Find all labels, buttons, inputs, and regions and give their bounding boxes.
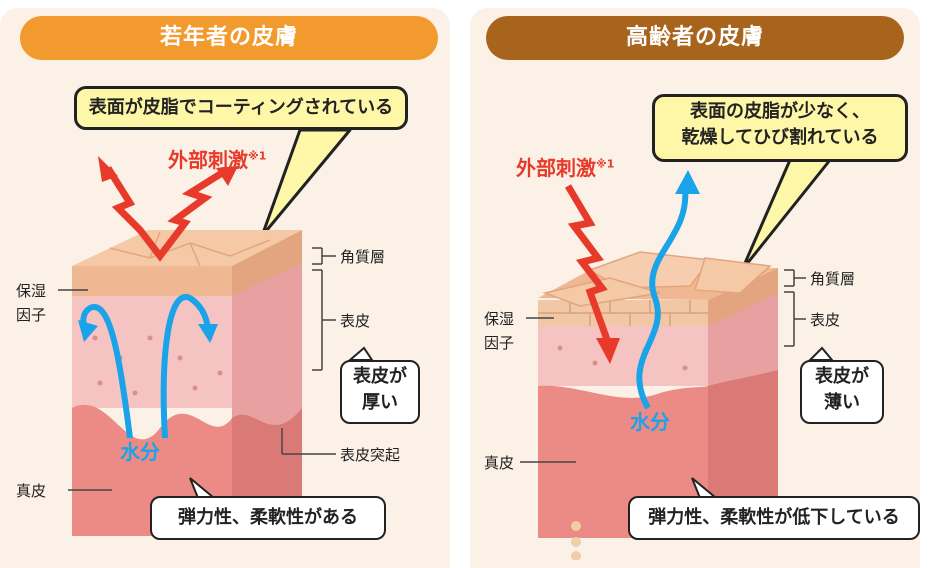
young-stimulus-text: 外部刺激 xyxy=(168,148,248,172)
young-title-banner: 若年者の皮膚 xyxy=(20,16,438,60)
young-stratum-label: 角質層 xyxy=(340,248,386,266)
old-moisture-factor-line2: 因子 xyxy=(484,334,515,352)
old-title-banner: 高齢者の皮膚 xyxy=(486,16,904,60)
young-epidermis-label: 表皮 xyxy=(340,312,371,330)
old-epidermis-label: 表皮 xyxy=(810,311,841,329)
young-moisture-factor-line2: 因子 xyxy=(16,306,47,324)
old-epidermis-note: 表皮が 薄い xyxy=(800,360,884,424)
old-callout: 表面の皮脂が少なく、 乾燥してひび割れている xyxy=(652,94,908,162)
young-title: 若年者の皮膚 xyxy=(159,25,298,50)
young-epidermis-note-line2: 厚い xyxy=(362,392,398,413)
young-stimulus-note: ※1 xyxy=(248,149,267,163)
young-epidermis-note: 表皮が 厚い xyxy=(340,360,420,424)
young-water-label: 水分 xyxy=(120,440,160,464)
old-epidermis-note-line2: 薄い xyxy=(824,392,860,413)
old-dermis-label: 真皮 xyxy=(484,454,515,472)
old-stratum-label: 角質層 xyxy=(810,270,856,288)
old-moisture-factor-line1: 保湿 xyxy=(484,310,515,328)
old-stimulus-note: ※1 xyxy=(596,157,615,171)
young-skin-panel: 若年者の皮膚 xyxy=(0,8,450,568)
old-callout-line2: 乾燥してひび割れている xyxy=(681,127,879,148)
old-skin-panel: 高齢者の皮膚 xyxy=(470,8,920,568)
young-epidermis-note-line1: 表皮が xyxy=(353,366,407,387)
young-bottom-note-text: 弾力性、柔軟性がある xyxy=(178,507,358,528)
young-callout: 表面が皮脂でコーティングされている xyxy=(74,86,408,130)
old-title: 高齢者の皮膚 xyxy=(625,25,764,50)
young-bottom-note: 弾力性、柔軟性がある xyxy=(150,496,386,540)
old-bottom-note-text: 弾力性、柔軟性が低下している xyxy=(648,507,900,528)
young-stimulus-label: 外部刺激※1 xyxy=(168,144,266,173)
old-epidermis-note-line1: 表皮が xyxy=(815,366,869,387)
old-callout-line1: 表面の皮脂が少なく、 xyxy=(690,101,870,122)
old-stimulus-text: 外部刺激 xyxy=(516,156,596,180)
young-moisture-factor-line1: 保湿 xyxy=(16,282,47,300)
young-callout-text: 表面が皮脂でコーティングされている xyxy=(88,97,394,118)
old-bottom-note: 弾力性、柔軟性が低下している xyxy=(628,496,920,540)
young-dermis-label: 真皮 xyxy=(16,482,47,500)
old-stimulus-label: 外部刺激※1 xyxy=(516,152,614,181)
young-papillae-label: 表皮突起 xyxy=(340,446,401,464)
old-water-label: 水分 xyxy=(630,410,670,434)
